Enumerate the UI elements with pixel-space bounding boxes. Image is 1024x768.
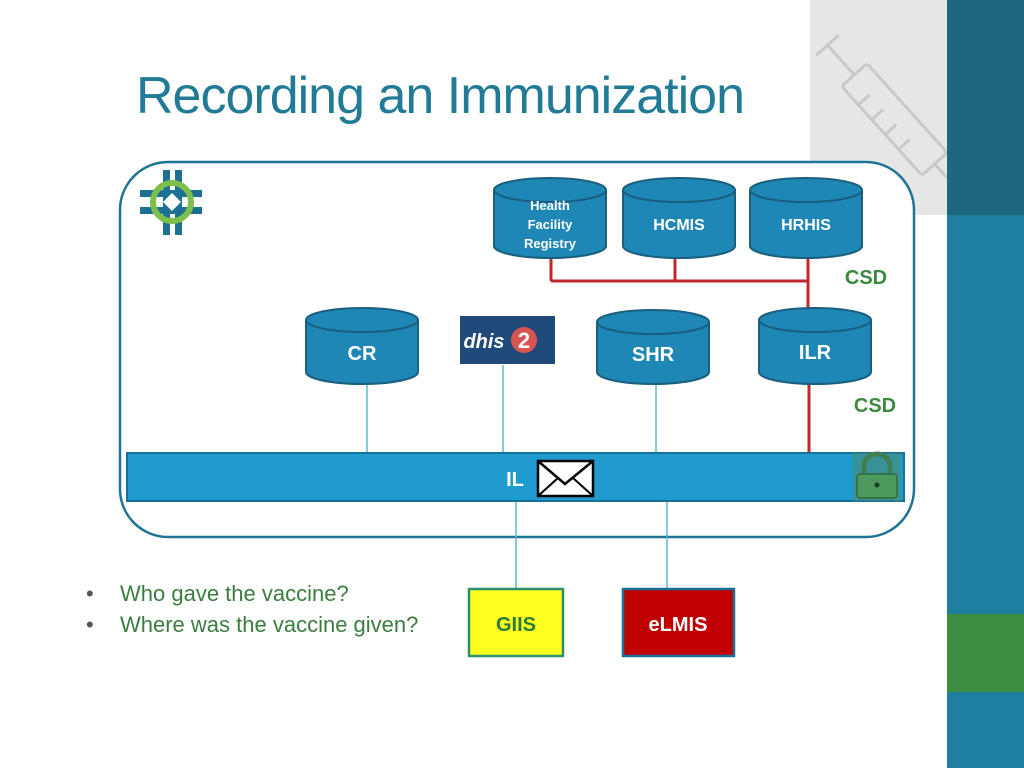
health-facility-registry-cylinder[interactable]: Health Facility Registry [493,177,607,259]
ilr-label: ILR [799,342,832,364]
hcmis-label: HCMIS [653,217,705,234]
cr-cylinder[interactable]: CR [305,307,419,385]
dhis2-logo-icon[interactable]: dhis 2 [460,316,555,364]
hrhis-cylinder[interactable]: HRHIS [749,177,863,259]
shr-cylinder[interactable]: SHR [596,309,710,385]
hfr-label-line2: Facility [528,217,574,232]
question-list: Who gave the vaccine? Where was the vacc… [86,578,418,640]
hcmis-cylinder[interactable]: HCMIS [622,177,736,259]
padlock-icon [853,451,901,501]
csd-label-bottom: CSD [854,395,896,417]
elmis-box[interactable]: eLMIS [621,587,736,658]
syringe-icon [815,33,947,192]
giis-box[interactable]: GIIS [467,587,565,658]
sidebar-green-band [947,614,1024,692]
cr-label: CR [348,343,377,365]
ilr-cylinder[interactable]: ILR [758,307,872,385]
envelope-icon [536,459,595,498]
shr-label: SHR [632,344,675,366]
svg-text:dhis: dhis [463,331,504,353]
page-title: Recording an Immunization [136,67,745,125]
elmis-label: eLMIS [649,614,708,636]
interoperability-layer-bar[interactable]: IL [126,452,905,502]
hrhis-label: HRHIS [781,217,831,234]
giis-label: GIIS [496,614,536,636]
architecture-diagram: CSD CSD Health Facility Registry HCMIS H… [118,160,916,658]
question-item: Where was the vaccine given? [86,609,418,640]
question-item: Who gave the vaccine? [86,578,418,609]
svg-text:2: 2 [518,328,530,353]
hfr-label-line3: Registry [524,236,577,251]
hfr-label-line1: Health [530,198,570,213]
service-connectors [366,365,668,589]
openhie-logo-icon [140,170,202,235]
il-label: IL [506,469,524,491]
csd-label-top: CSD [845,267,887,289]
sidebar-top-band [947,0,1024,215]
